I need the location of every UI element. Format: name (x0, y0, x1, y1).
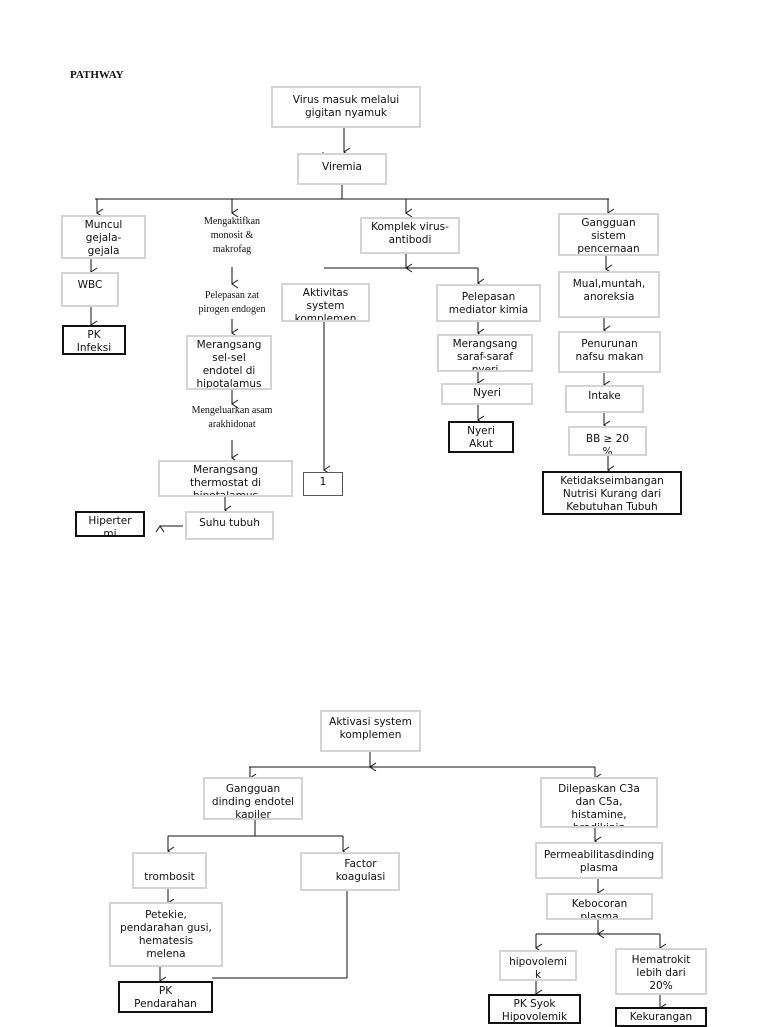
node-pk-syok: PK Syok Hipovolemik (488, 994, 581, 1024)
node-viremia: Viremia (297, 153, 387, 185)
node-merangsang-thermostat: Merangsang thermostat di hipotalamus (158, 460, 293, 497)
node-connector-1: 1 (303, 472, 343, 496)
node-trombosit: trombosit (132, 852, 207, 889)
node-virus: Virus masuk melalui gigitan nyamuk (271, 86, 421, 128)
node-wbc: WBC (61, 272, 119, 307)
node-ketidakseimbangan-nutrisi: Ketidakseimbangan Nutrisi Kurang dari Ke… (542, 471, 682, 515)
node-hipovolemi: hipovolemi k (499, 950, 577, 981)
node-intake: Intake (565, 385, 644, 413)
node-petekie: Petekie, pendarahan gusi, hematesis mele… (109, 902, 223, 967)
node-hipertermi: Hiperter mi (75, 511, 145, 537)
node-factor-koagulasi: Factor koagulasi (300, 852, 400, 891)
node-nyeri-akut: Nyeri Akut (448, 421, 514, 453)
node-hematrokit: Hematrokit lebih dari 20% (615, 948, 707, 995)
node-nyeri: Nyeri (441, 383, 533, 405)
node-komplek-virus: Komplek virus- antibodi (360, 217, 460, 254)
node-mengaktifkan: Mengaktifkan monosit & makrofag (203, 216, 261, 255)
node-mual-muntah: Mual,muntah, anoreksia (558, 271, 660, 318)
node-pk-infeksi: PK Infeksi (62, 325, 126, 355)
node-suhu-tubuh: Suhu tubuh (185, 511, 274, 540)
node-kebocoran: Kebocoran plasma (546, 893, 653, 920)
node-pelepasan-mediator: Pelepasan mediator kimia (436, 284, 541, 322)
node-merangsang-sel: Merangsang sel-sel endotel di hipotalamu… (186, 335, 272, 390)
node-aktivasi-system: Aktivasi system komplemen (320, 710, 421, 752)
node-gangguan-sistem: Gangguan sistem pencernaan (558, 213, 659, 256)
node-kekurangan-volume: Kekurangan volume cairan (615, 1007, 707, 1027)
node-bb: BB ≥ 20 % (568, 426, 647, 456)
node-gangguan-dinding: Gangguan dinding endotel kapiler (203, 777, 303, 820)
node-pk-pendarahan: PK Pendarahan (118, 981, 213, 1013)
node-merangsang-saraf: Merangsang saraf-saraf nyeri (437, 334, 533, 372)
node-muncul-gejala: Muncul gejala- gejala (61, 215, 146, 259)
node-penurunan-nafsu: Penurunan nafsu makan (558, 331, 661, 373)
node-pelepasan-zat: Pelepasan zat pirogen endogen (198, 290, 266, 315)
node-mengeluarkan: Mengeluarkan asam arakhidonat (191, 405, 273, 430)
node-dilepaskan: Dilepaskan C3a dan C5a, histamine, bradi… (540, 777, 658, 828)
diagram-title: PATHWAY (70, 69, 124, 81)
node-aktivitas-system: Aktivitas system komplemen (281, 283, 370, 322)
node-permeabilitas: Permeabilitasdinding plasma (535, 842, 663, 879)
